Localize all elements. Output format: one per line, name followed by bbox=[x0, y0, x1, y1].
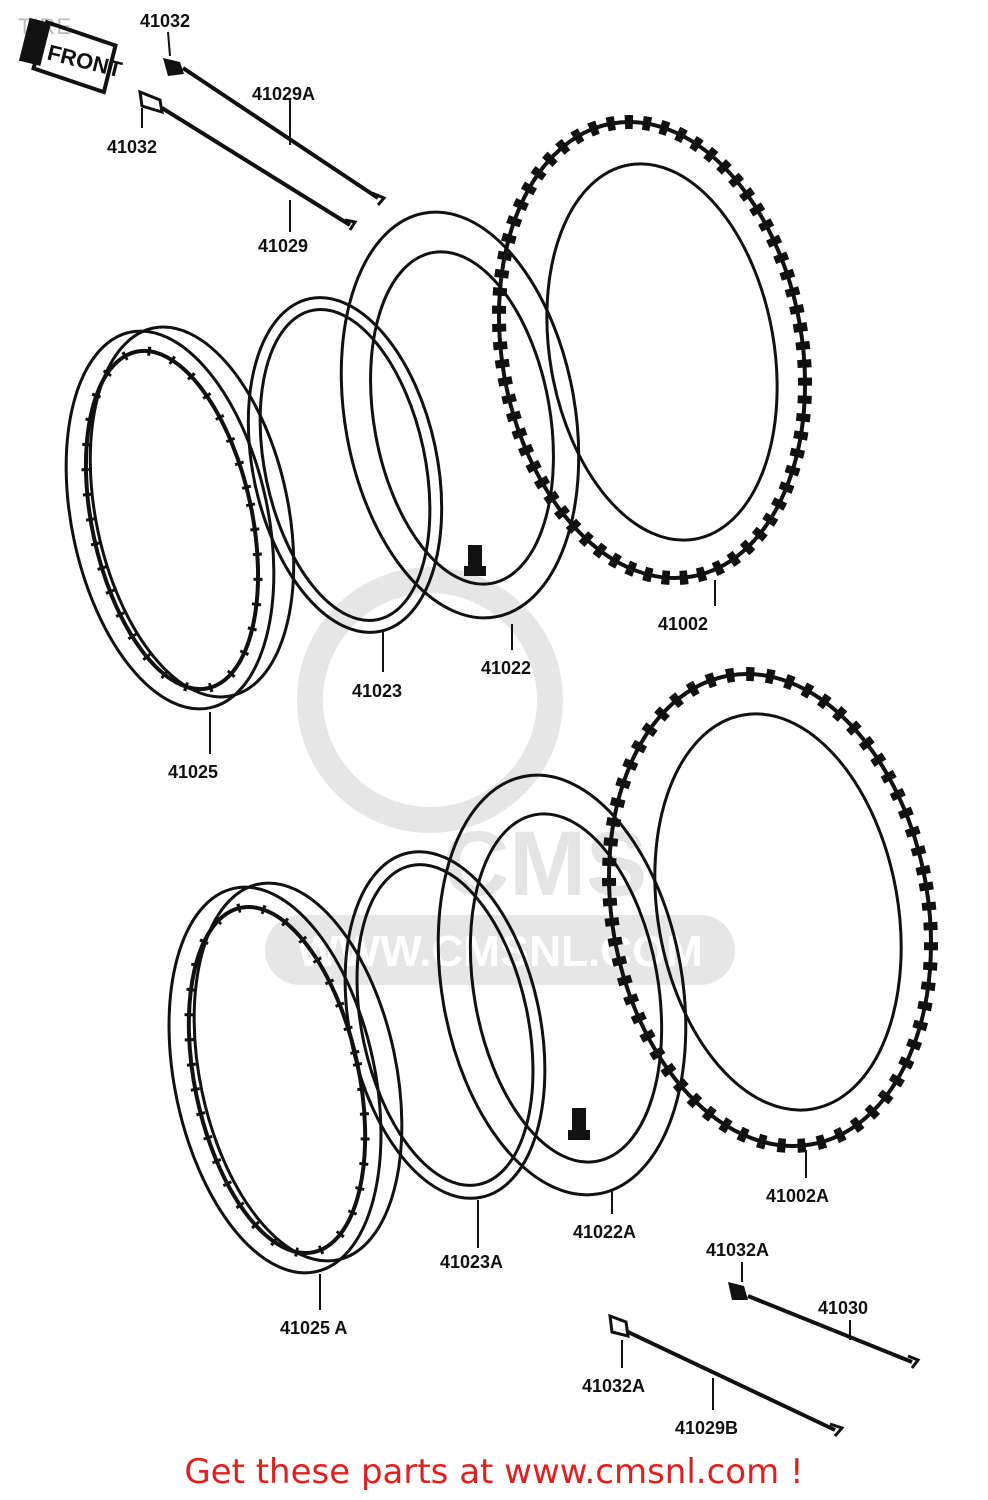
get-parts-link[interactable]: Get these parts at www.cmsnl.com ! bbox=[184, 1452, 804, 1492]
front-marker: FRONT bbox=[18, 17, 125, 95]
valve-stem-icon bbox=[464, 545, 486, 576]
label-41023: 41023 bbox=[352, 681, 402, 701]
spoke-41029A bbox=[163, 58, 387, 206]
part-labels: 41032 41029A 41032 41029 41002 41022 410… bbox=[107, 11, 868, 1438]
label-41029B: 41029B bbox=[675, 1418, 738, 1438]
leader-lines bbox=[141, 31, 851, 1410]
label-41023A: 41023A bbox=[440, 1252, 503, 1272]
label-41025: 41025 bbox=[168, 762, 218, 782]
label-41032-top: 41032 bbox=[140, 11, 190, 31]
rim-41025 bbox=[64, 325, 296, 711]
tire-41002A bbox=[602, 667, 938, 1153]
label-41030: 41030 bbox=[818, 1298, 868, 1318]
label-41032A-left: 41032A bbox=[582, 1376, 645, 1396]
label-41002A: 41002A bbox=[766, 1186, 829, 1206]
tire-41002 bbox=[491, 115, 813, 585]
rim-band-41023 bbox=[246, 296, 444, 634]
tube-41022 bbox=[339, 210, 581, 620]
spoke-41030 bbox=[728, 1282, 921, 1369]
label-41029: 41029 bbox=[258, 236, 308, 256]
label-41032A-right: 41032A bbox=[706, 1240, 769, 1260]
label-41025A: 41025 A bbox=[280, 1318, 347, 1338]
spoke-41029 bbox=[138, 89, 358, 231]
label-41002: 41002 bbox=[658, 614, 708, 634]
label-41029A: 41029A bbox=[252, 84, 315, 104]
spoke-41029B bbox=[608, 1313, 845, 1437]
label-41022A: 41022A bbox=[573, 1222, 636, 1242]
label-41032-mid: 41032 bbox=[107, 137, 157, 157]
valve-stem-icon bbox=[568, 1108, 590, 1140]
label-41022: 41022 bbox=[481, 658, 531, 678]
rim-41025A bbox=[167, 881, 404, 1275]
tube-41022A bbox=[436, 773, 688, 1197]
